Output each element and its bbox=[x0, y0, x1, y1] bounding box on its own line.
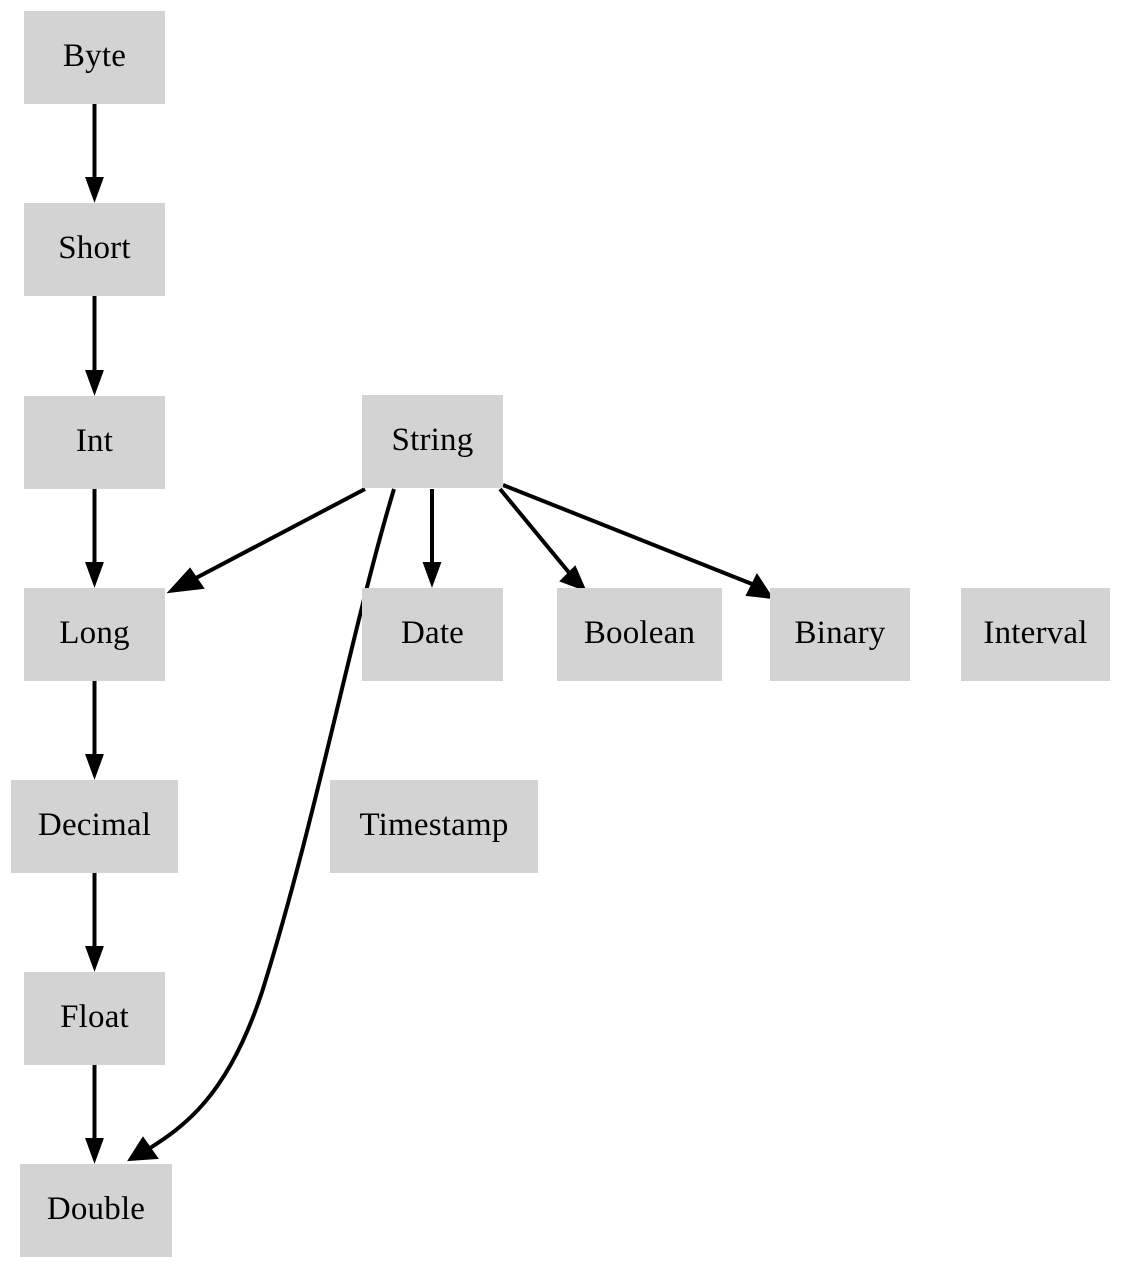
edge-int-long bbox=[85, 489, 104, 588]
node-long[interactable]: Long bbox=[24, 588, 165, 681]
edge-string-boolean bbox=[498, 487, 587, 592]
edge-float-double bbox=[85, 1065, 104, 1164]
edge-short-int bbox=[85, 296, 104, 396]
arrowhead-icon bbox=[166, 567, 205, 594]
node-label: Int bbox=[75, 423, 114, 459]
node-int[interactable]: Int bbox=[24, 396, 165, 489]
arrowhead-icon bbox=[85, 946, 104, 972]
arrowhead-icon bbox=[85, 754, 104, 780]
node-label: Long bbox=[59, 615, 130, 651]
arrowhead-icon bbox=[85, 1138, 104, 1164]
arrowhead-icon bbox=[85, 177, 104, 203]
arrowhead-icon bbox=[85, 370, 104, 396]
node-boolean[interactable]: Boolean bbox=[557, 588, 722, 681]
edge-byte-short bbox=[85, 104, 104, 203]
node-label: Short bbox=[58, 230, 131, 266]
arrowhead-icon bbox=[745, 572, 775, 600]
edge-line bbox=[195, 487, 366, 580]
node-binary[interactable]: Binary bbox=[770, 588, 910, 681]
node-timestamp[interactable]: Timestamp bbox=[330, 780, 538, 873]
node-label: Float bbox=[60, 999, 129, 1035]
node-label: Decimal bbox=[37, 807, 152, 843]
node-label: String bbox=[391, 422, 474, 458]
node-date[interactable]: Date bbox=[362, 588, 503, 681]
edge-long-decimal bbox=[85, 681, 104, 780]
edge-line bbox=[498, 487, 573, 577]
edge-line bbox=[502, 483, 753, 586]
node-decimal[interactable]: Decimal bbox=[11, 780, 178, 873]
edge-string-binary bbox=[502, 483, 775, 600]
node-label: Timestamp bbox=[359, 807, 509, 843]
arrowhead-icon bbox=[85, 562, 104, 588]
node-short[interactable]: Short bbox=[24, 203, 165, 296]
arrowhead-icon bbox=[559, 565, 587, 592]
arrowhead-icon bbox=[422, 562, 442, 588]
node-label: Binary bbox=[794, 615, 886, 651]
node-label: Interval bbox=[983, 615, 1088, 651]
node-string[interactable]: String bbox=[362, 395, 503, 488]
edge-string-date bbox=[422, 489, 442, 588]
node-interval[interactable]: Interval bbox=[961, 588, 1110, 681]
edge-string-long bbox=[166, 487, 366, 594]
node-label: Double bbox=[46, 1191, 146, 1227]
node-label: Byte bbox=[62, 38, 127, 74]
arrowhead-icon bbox=[127, 1136, 159, 1162]
node-byte[interactable]: Byte bbox=[24, 11, 165, 104]
node-label: Boolean bbox=[583, 615, 696, 651]
node-label: Date bbox=[400, 615, 465, 651]
edge-decimal-float bbox=[85, 873, 104, 972]
node-double[interactable]: Double bbox=[20, 1164, 172, 1257]
node-float[interactable]: Float bbox=[24, 972, 165, 1065]
